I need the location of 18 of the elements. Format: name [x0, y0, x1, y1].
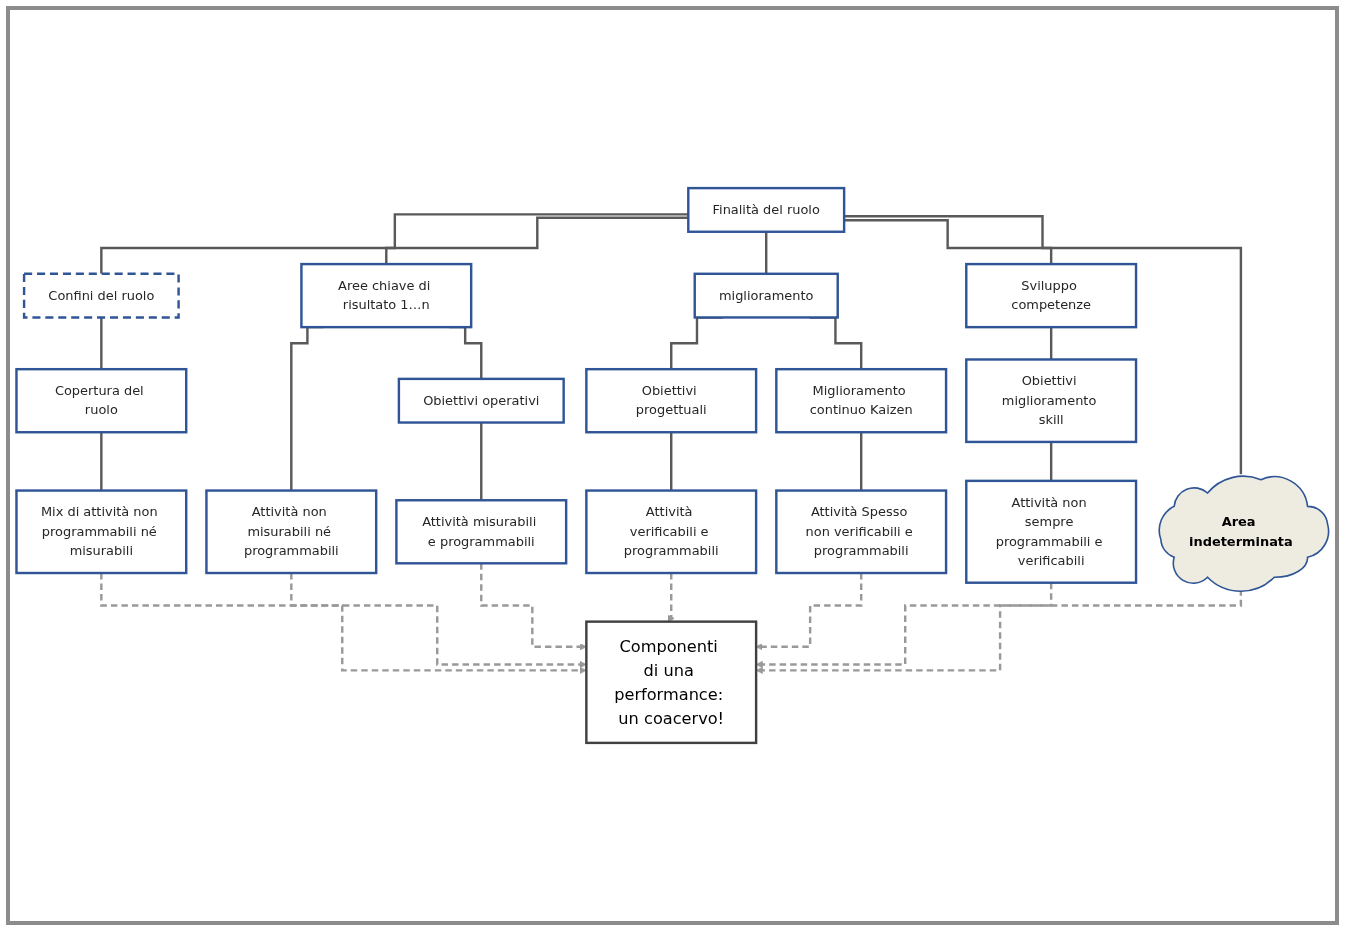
node-box: Obiettivi operativi: [397, 377, 565, 424]
node-box: Obiettivi miglioramento skill: [965, 358, 1138, 444]
node-box: Attività misurabili e programmabili: [395, 499, 568, 565]
node-box: miglioramento: [693, 272, 839, 319]
node-box: Sviluppo competenze: [965, 262, 1138, 329]
connector: [844, 214, 1243, 476]
node-box: Attività verificabili e programmabili: [585, 489, 758, 575]
node-box: Miglioramento continuo Kaizen: [775, 367, 948, 434]
node-box: Copertura del ruolo: [15, 367, 188, 434]
node-box: Componenti di una performance: un coacervo!: [585, 620, 758, 745]
node-box: Attività non misurabili né programmabili: [205, 489, 378, 575]
node-box: Attività non sempre programmabili e verificabili: [965, 479, 1138, 584]
node-box: Confini del ruolo: [22, 272, 180, 319]
node-box: Obiettivi progettuali: [585, 367, 758, 434]
node-box: Finalità del ruolo: [687, 186, 846, 233]
node-box: Attività Spesso non verificabili e programmabili: [775, 489, 948, 575]
node-box: Mix di attività non programmabili né misurabili: [15, 489, 188, 575]
node-box: Aree chiave di risultato 1…n: [300, 262, 473, 329]
